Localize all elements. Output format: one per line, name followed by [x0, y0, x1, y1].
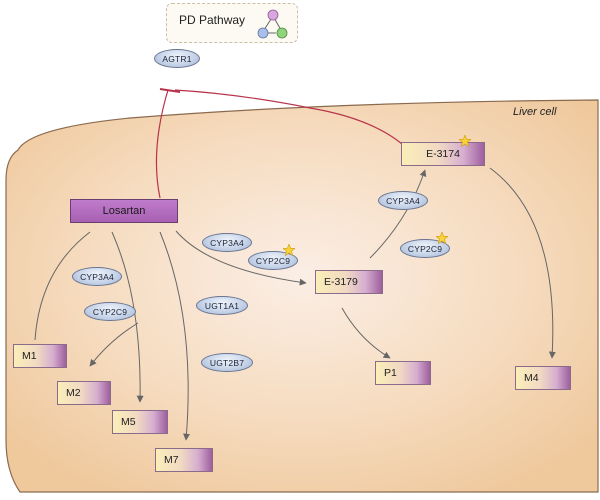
metabolite-m1-label: M1 — [22, 350, 37, 362]
legend-label: PD Pathway — [179, 13, 246, 27]
liver-cell-membrane — [5, 99, 599, 493]
enzyme-cyp2c9-left[interactable]: CYP2C9 — [84, 302, 136, 321]
metabolite-m2[interactable]: M2 — [57, 381, 111, 405]
inhibition-line-e3174-agtr1 — [174, 89, 403, 145]
arrow-losartan-m7 — [159, 231, 191, 441]
metabolite-e3179-label: E-3179 — [324, 276, 358, 288]
line-losartan-m1 — [34, 231, 91, 341]
arrow-e3179-p1 — [341, 307, 391, 359]
metabolite-m7-label: M7 — [164, 454, 179, 466]
star-icon — [436, 232, 448, 244]
metabolite-m5[interactable]: M5 — [112, 410, 168, 434]
pd-pathway-legend[interactable]: PD Pathway — [166, 3, 298, 43]
metabolite-m4-label: M4 — [524, 372, 539, 384]
enzyme-ugt2b7[interactable]: UGT2B7 — [201, 353, 253, 372]
enzyme-cyp2c9-right[interactable]: CYP2C9 — [400, 239, 450, 258]
enzyme-cyp3a4-left[interactable]: CYP3A4 — [72, 267, 122, 286]
enzyme-cyp2c9-mid[interactable]: CYP2C9 — [248, 251, 298, 270]
inhibition-bar — [159, 88, 181, 93]
agtr1-receptor[interactable]: AGTR1 — [154, 49, 200, 68]
enzyme-cyp3a4-mid[interactable]: CYP3A4 — [202, 233, 252, 252]
metabolite-m7[interactable]: M7 — [155, 448, 213, 472]
metabolite-e3174[interactable]: E-3174 — [401, 142, 485, 166]
enzyme-cyp3a4-right[interactable]: CYP3A4 — [378, 191, 428, 210]
metabolite-m4[interactable]: M4 — [515, 366, 571, 390]
metabolite-m2-label: M2 — [66, 387, 81, 399]
arrow-e3174-m4 — [489, 167, 556, 359]
pathway-node-icon — [257, 9, 288, 39]
star-icon — [459, 135, 471, 147]
metabolite-m1[interactable]: M1 — [13, 344, 67, 368]
losartan-node[interactable]: Losartan — [70, 199, 178, 223]
inhibition-line-losartan-agtr1 — [155, 89, 169, 199]
metabolite-m5-label: M5 — [121, 416, 136, 428]
metabolite-p1[interactable]: P1 — [375, 361, 431, 385]
metabolite-e3174-label: E-3174 — [426, 148, 460, 160]
enzyme-ugt1a1[interactable]: UGT1A1 — [196, 296, 248, 315]
arrow-losartan-m2 — [89, 322, 139, 367]
metabolite-p1-label: P1 — [384, 367, 397, 379]
liver-cell-label: Liver cell — [513, 106, 557, 118]
metabolite-e3179[interactable]: E-3179 — [315, 270, 383, 294]
star-icon — [283, 244, 295, 256]
